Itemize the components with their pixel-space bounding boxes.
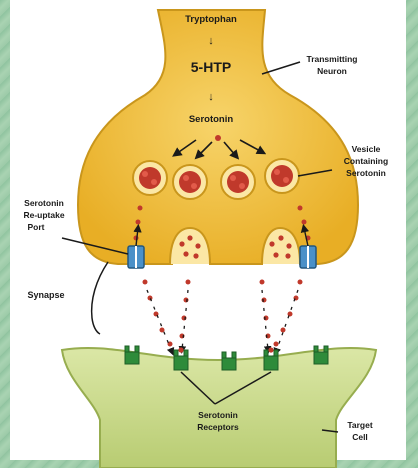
label-arrow-down-1: ↓ <box>208 35 214 47</box>
label-receptors-2: Receptors <box>197 422 239 432</box>
label-target-1: Target <box>347 420 373 430</box>
label-reuptake-3: Port <box>28 222 45 232</box>
label-transmitting-1: Transmitting <box>306 54 357 64</box>
label-target-2: Cell <box>352 432 368 442</box>
reuptake-port-right <box>300 246 316 268</box>
label-arrow-down-2: ↓ <box>208 91 214 103</box>
vesicle <box>221 165 255 199</box>
label-vesicle-3: Serotonin <box>346 168 386 178</box>
label-transmitting-2: Neuron <box>317 66 347 76</box>
reuptake-port-left <box>128 246 144 268</box>
label-tryptophan: Tryptophan <box>185 14 237 25</box>
label-reuptake-2: Re-uptake <box>23 210 64 220</box>
synaptic-cleft-serotonin <box>143 280 303 353</box>
label-serotonin: Serotonin <box>189 114 234 125</box>
vesicle <box>133 161 167 195</box>
label-vesicle-1: Vesicle <box>352 144 381 154</box>
label-5htp: 5-HTP <box>191 59 231 75</box>
label-receptors-1: Serotonin <box>198 410 238 420</box>
vesicle <box>265 159 299 193</box>
target-cell <box>62 348 376 468</box>
label-synapse: Synapse <box>27 290 64 300</box>
label-vesicle-2: Containing <box>344 156 388 166</box>
vesicle <box>173 165 207 199</box>
label-reuptake-1: Serotonin <box>24 198 64 208</box>
